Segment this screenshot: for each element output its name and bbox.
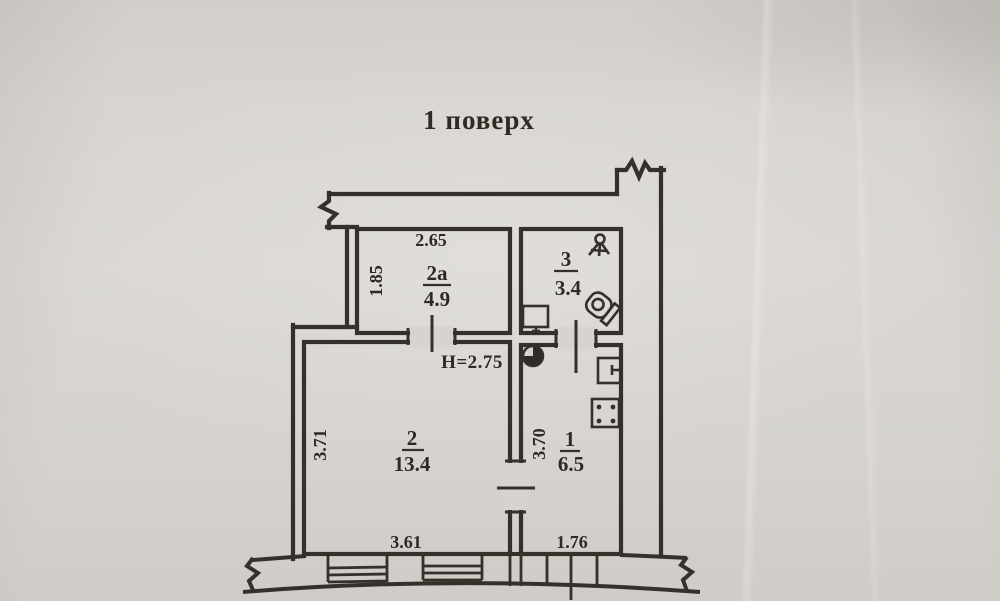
room-3-number: 3: [561, 247, 572, 271]
room-2a-width-dim: 2.65: [415, 230, 447, 250]
facade-left-break-mark: [244, 556, 262, 591]
facade-outer-line: [242, 581, 701, 594]
facade-divider-wall: [508, 556, 523, 586]
windows: [326, 553, 599, 600]
bath-sink-icon: [521, 304, 550, 334]
height-note: H=2.75: [441, 352, 503, 373]
room-2-area: 13.4: [394, 452, 431, 476]
plan-title: 1 поверх: [423, 105, 535, 135]
shower-icon: [587, 233, 611, 257]
room-2-depth-dim: 3.71: [310, 429, 330, 461]
facade-inner-left: [252, 554, 307, 562]
room-2a-area: 4.9: [424, 287, 450, 311]
top-left-break-mark: [316, 190, 340, 231]
window-kitchen: [545, 553, 599, 600]
walls: [290, 156, 667, 562]
room-2-number: 2: [407, 426, 418, 450]
room-1-number: 1: [565, 427, 576, 451]
fixtures: [521, 233, 623, 429]
facade-wall: [242, 552, 701, 594]
top-right-break-mark: [614, 156, 667, 183]
room-1-area: 6.5: [558, 452, 584, 476]
room-3-area: 3.4: [555, 276, 582, 300]
room-1-width-dim: 1.76: [556, 532, 588, 552]
room-2a-depth-dim: 1.85: [366, 265, 386, 297]
ventilation-icon: [521, 344, 545, 368]
facade-right-break-mark: [678, 555, 696, 592]
room-2-width-dim: 3.61: [390, 532, 422, 552]
window-room2-right: [421, 554, 484, 582]
facade-inner-right: [619, 553, 688, 560]
stove-icon: [590, 397, 621, 429]
toilet-icon: [584, 291, 622, 327]
room-2a-number: 2a: [427, 261, 449, 285]
room-1-depth-dim: 3.70: [529, 428, 549, 460]
kitchen-sink-icon: [596, 356, 623, 385]
door-ticks: [406, 315, 598, 514]
window-room2-left: [326, 556, 389, 584]
